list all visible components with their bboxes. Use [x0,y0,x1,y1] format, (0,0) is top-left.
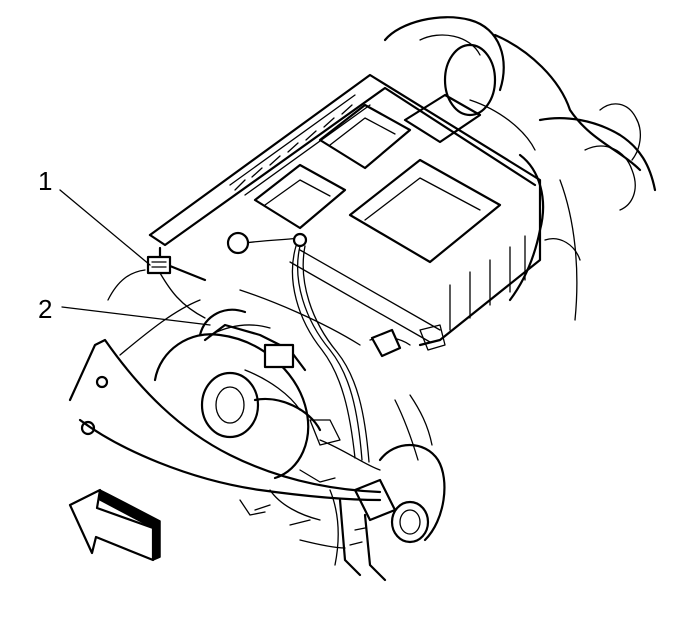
lower-panel [68,269,382,502]
blower-motor-assembly [153,308,381,480]
lower-duct-fittings [239,444,446,582]
callout-2-label: 2 [38,294,52,324]
hvac-module-case [148,73,542,347]
wiring-harness [226,231,411,463]
callout-1-label: 1 [38,166,52,196]
direction-arrow-icon [68,488,161,562]
side-details [394,324,446,461]
electrical-connector-1 [146,255,206,319]
callout-leaders [59,189,211,326]
background-engine-parts [383,16,657,321]
